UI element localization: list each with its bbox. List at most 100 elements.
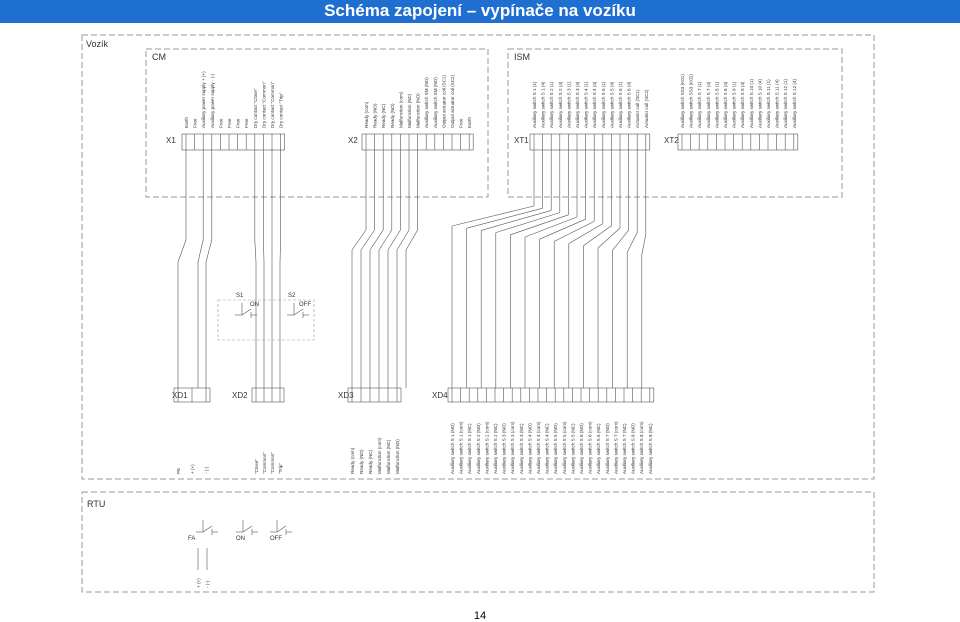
x2-pin-label: Ready (NO) [390,103,395,128]
x2-xd3-wire [369,229,384,251]
rtu-frame [81,491,875,593]
xt1-pin-label: Actuator coil (SC2) [644,89,649,128]
x2-pin-label: Malfunction (NO) [416,93,421,128]
switch-s2-blade [293,308,304,316]
xt2-pin-label: Auxiliary switch S 10 (1) [749,79,754,128]
ism-box-label: ISM [514,52,530,62]
xd4-pin-label: Auxiliary switch S 3 (NC) [519,423,524,474]
x1-xd1-wire [205,239,213,263]
xd4-pin-label: Auxiliary switch S 6 (NC) [596,423,601,474]
rtu-terminal-label: - (-) [205,580,210,588]
xd4-pin-label: Auxiliary switch S 1 (com) [459,421,464,474]
xt2-pin-label: Auxiliary switch S 12 (1) [783,79,788,128]
xt1-xd4-wire [481,210,552,231]
connector-xt2-label: XT2 [664,136,679,145]
xt1-xd4-wire [451,205,535,227]
rtu-off-label: OFF [270,536,282,542]
xd4-pin-label: Auxiliary switch S 5 (com) [562,421,567,474]
xt1-xd4-wire [495,212,560,233]
connector-xd3-label: XD3 [338,391,354,400]
xd1-pin-label: PE [176,468,181,474]
xd4-pin-label: Auxiliary switch S 5 (NC) [570,423,575,474]
x2-xd3-wire [405,229,418,251]
x2-pin-label: Ready (com) [364,101,369,128]
switches [196,299,315,535]
switch-off-label: OFF [299,302,311,308]
xd4-pin-label: Auxiliary switch S 3 (NO) [502,423,507,474]
xt1-terminal-strip [529,133,651,151]
rtu-switch-off-blade [276,525,287,533]
xd2-pin-label: "Common" [262,452,267,474]
xd4-pin-label: Auxiliary switch S 1 (NO) [450,423,455,474]
cm-box [145,48,489,198]
xd4-pin-label: Auxiliary switch S 4 (com) [536,421,541,474]
x1-xd2-wire [263,239,265,263]
xt1-xd4-wire [466,207,543,229]
xt1-pin-label: Actuator coil (SC1) [635,89,640,128]
xt1-pin-label: Auxiliary switch S 4 (1) [584,81,589,128]
switch-on-label: ON [250,302,259,308]
xt1-pin-label: Auxiliary switch S 2 (1) [549,81,554,128]
terminal-strips [173,133,799,403]
switch-s2-label: S2 [288,293,296,299]
xd3-pin-label: Malfunction (com) [377,437,382,474]
xd4-pin-label: Auxiliary switch S 2 (NC) [493,423,498,474]
xt2-pin-label: Auxiliary switch S 7 (4) [706,81,711,128]
rtu-on-label: ON [236,536,245,542]
xt1-pin-label: Auxiliary switch S 2 (4) [558,81,563,128]
xd4-terminal-strip [447,387,655,403]
xt2-pin-label: Auxiliary switch S 11 (1) [766,79,771,128]
x2-pin-label: Output actuator coil (SC2) [450,74,455,128]
xt1-pin-label: Auxiliary switch S 3 (1) [566,81,571,128]
x1-pin-label: Dry contact "Trip" [279,92,284,128]
x1-pin-label: Free [218,118,223,128]
xd2-terminal-strip [251,387,285,403]
rtu-frame-label: RTU [87,499,105,509]
connector-x2-label: X2 [348,136,358,145]
x2-xd3-wire [360,229,375,251]
xt2-pin-label: Auxiliary switch S 8 (4) [723,81,728,128]
x1-xd1-wire [197,239,204,263]
xd4-pin-label: Auxiliary switch S 8 (NC) [648,423,653,474]
xd4-pin-label: Auxiliary switch S 4 (NO) [527,423,532,474]
xt1-pin-label: Auxiliary switch S 6 (4) [627,81,632,128]
switch-s1-label: S1 [236,293,244,299]
ism-box [507,48,843,198]
x2-pin-label: Malfunction (NC) [407,93,412,128]
xd4-pin-label: Auxiliary switch S 6 (NO) [579,423,584,474]
rtu-switch-fa-blade [202,525,213,533]
switch-s1-blade [241,308,252,316]
cm-box-label: CM [152,52,166,62]
xd4-pin-label: Auxiliary switch S 5 (NO) [553,423,558,474]
xt1-pin-label: Auxiliary switch S 4 (4) [592,81,597,128]
vozik-frame [81,34,875,480]
xd3-pin-label: Ready (NO) [359,449,364,474]
connector-xd1-label: XD1 [172,391,188,400]
xd4-pin-label: Auxiliary switch S 8 (NO) [631,423,636,474]
x1-terminal-strip [181,133,285,151]
x2-xd3-wire [387,229,401,251]
xd3-pin-label: Malfunction (NC) [386,439,391,474]
x2-pin-label: Free [459,118,464,128]
xt1-xd4-wire [568,223,603,244]
x2-pin-label: Output actuator coil (SC1) [441,74,446,128]
xd3-pin-label: Ready (NC) [368,449,373,474]
xd4-pin-label: Auxiliary switch S 6 (com) [588,421,593,474]
x1-pin-label: Dry contact "Close" [253,88,258,128]
x1-pin-label: Free [227,118,232,128]
xt2-pin-label: Auxiliary switch S 12 (4) [792,79,797,128]
xd3-pin-label: Ready (com) [350,447,355,474]
connector-xd2-label: XD2 [232,391,248,400]
wires [177,150,647,570]
xt2-pin-label: Auxiliary switch S 10 (4) [757,79,762,128]
x1-pin-label: Free [193,118,198,128]
x2-xd3-wire [378,229,393,251]
xt1-xd4-wire [539,218,586,240]
x2-pin-label: Ready (NO) [373,103,378,128]
xd4-pin-label: Auxiliary switch S 8 (com) [639,421,644,474]
xd2-pin-label: "Trip" [278,463,283,474]
rtu-switch-on-blade [242,525,253,533]
xd2-pin-label: "Common" [270,452,275,474]
x2-pin-label: Auxiliary switch SM (NO) [424,77,429,128]
